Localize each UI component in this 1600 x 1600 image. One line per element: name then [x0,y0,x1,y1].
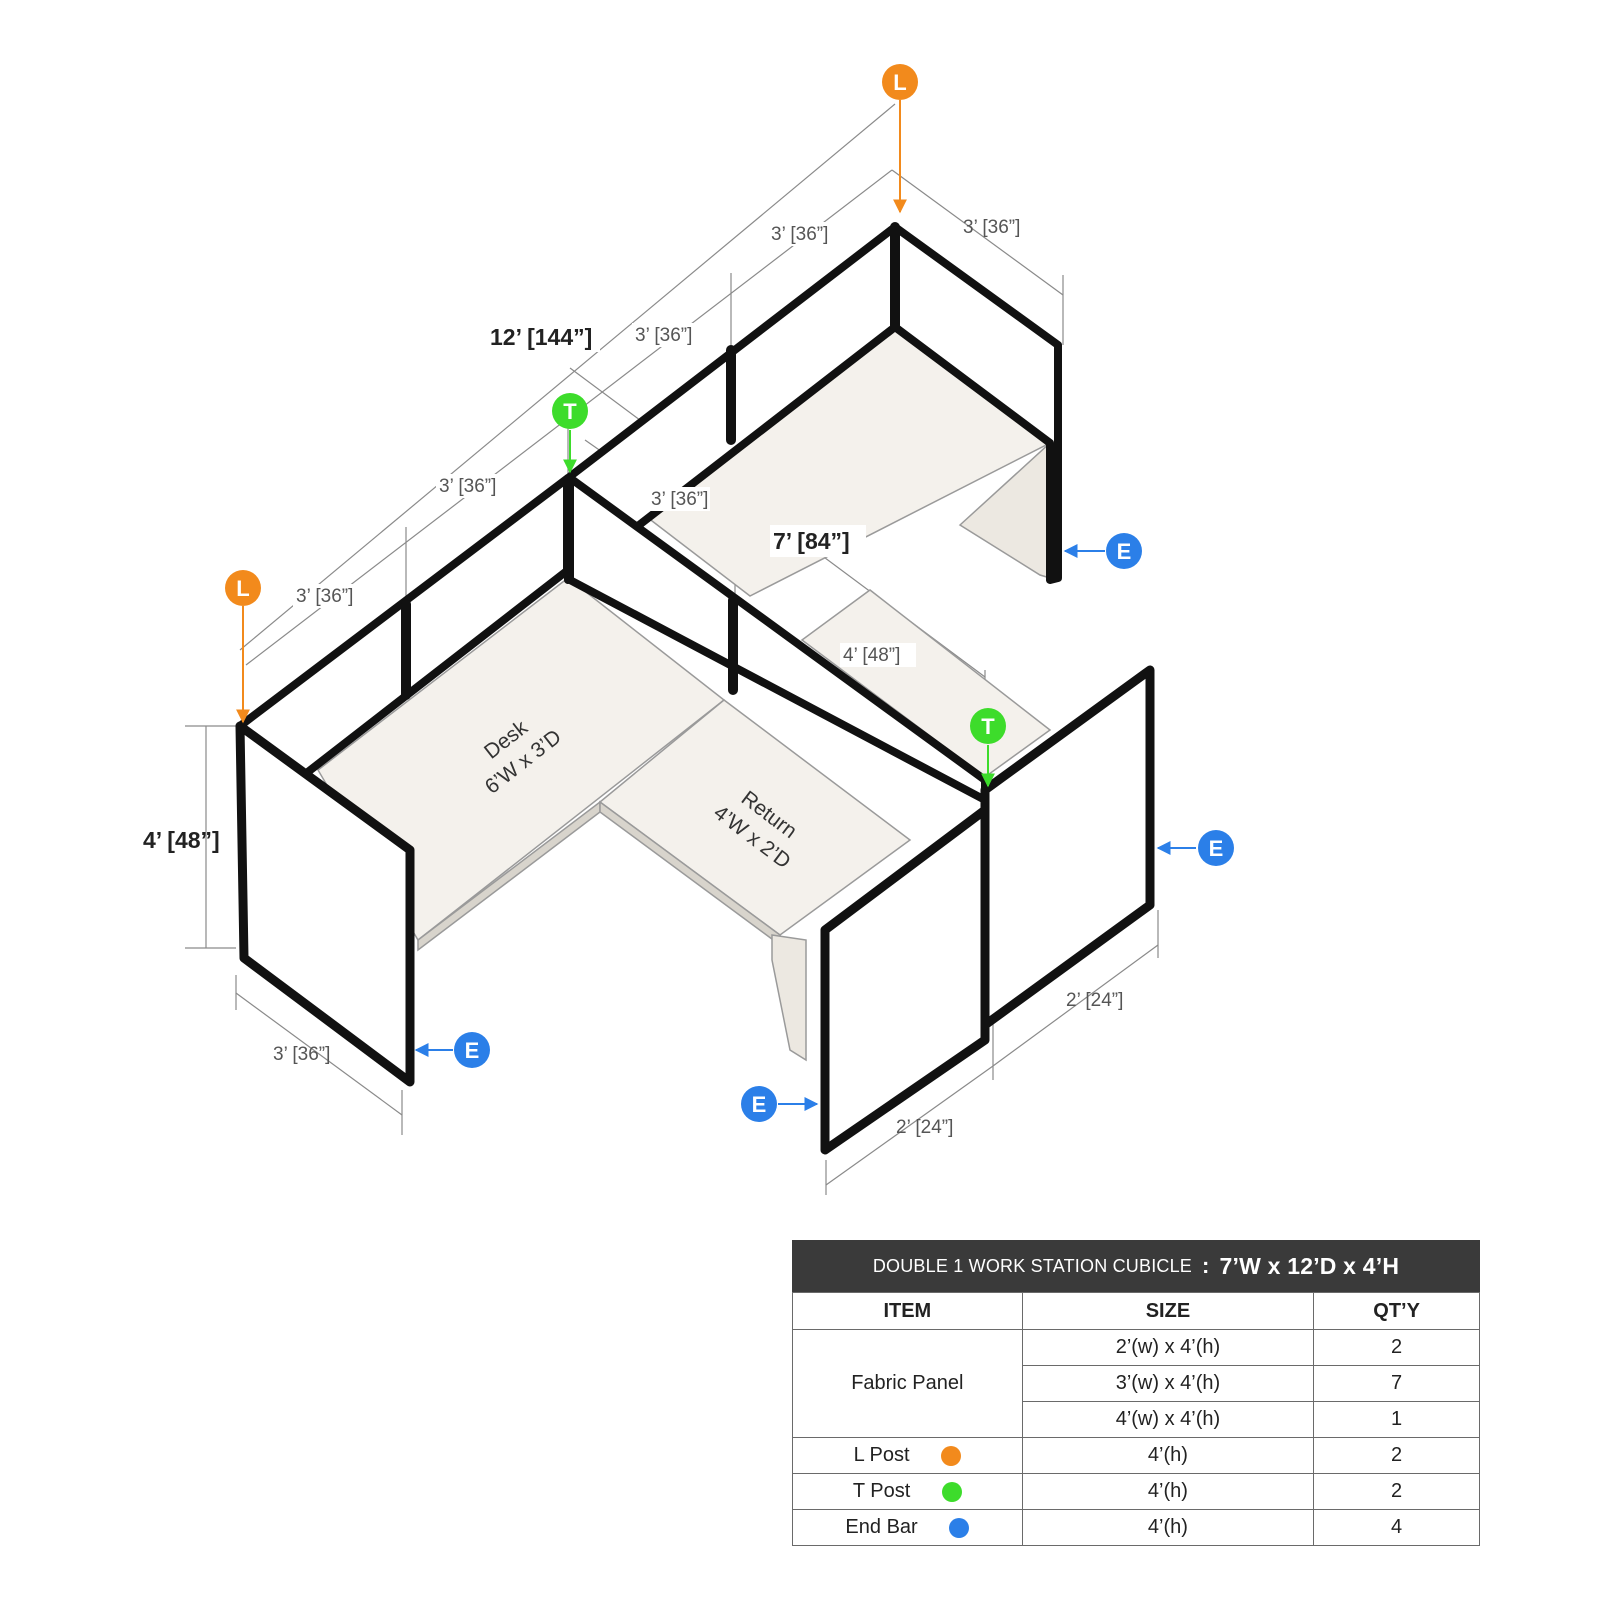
t-post-icon [552,393,588,429]
end-bar-icon [741,1086,777,1122]
qty-cell: 2 [1313,1473,1480,1510]
dim-overall-depth: 12’ [144”] [490,324,592,350]
end-bar-icon [454,1032,490,1068]
size-cell: 4’(w) x 4’(h) [1021,1401,1315,1438]
dim-3ft: 3’ [36”] [651,489,708,510]
dim-3ft: 3’ [36”] [296,586,353,607]
size-cell: 4’(h) [1021,1509,1315,1546]
lower-left-end-panel [235,721,415,1087]
spec-table-body: ITEM SIZE QT’Y Fabric Panel 2’(w) x 4’(h… [792,1292,1480,1546]
marker-e-lower-left: E [414,1032,490,1068]
table-header-row: ITEM SIZE QT’Y [792,1292,1480,1330]
item-label: T Post [852,1480,911,1503]
blue-dot-icon [949,1517,970,1538]
dim-3ft: 3’ [36”] [273,1044,330,1065]
svg-text:T: T [981,714,995,739]
svg-text:E: E [1209,836,1224,861]
end-bar-icon [1198,830,1234,866]
svg-text:L: L [893,70,906,95]
dim-3ft: 3’ [36”] [963,217,1020,238]
dim-4ft: 4’ [48”] [843,645,900,666]
dim-2ft: 2’ [24”] [1066,990,1123,1011]
green-dot-icon [941,1481,962,1502]
svg-text:E: E [752,1092,767,1117]
svg-text:T: T [563,399,577,424]
item-label: L Post [853,1444,910,1467]
item-cell: End Bar [792,1509,1023,1546]
size-cell: 3’(w) x 4’(h) [1021,1365,1315,1402]
qty-cell: 7 [1313,1365,1480,1402]
item-cell: T Post [792,1473,1023,1510]
spec-table-title: DOUBLE 1 WORK STATION CUBICLE [872,1255,1193,1276]
l-post-icon [225,570,261,606]
dim-height: 4’ [48”] [143,827,220,853]
end-bar-icon [1106,533,1142,569]
dim-3ft: 3’ [36”] [771,224,828,245]
svg-text:E: E [465,1038,480,1063]
table-row: L Post 4’(h) 2 [792,1437,1480,1474]
spec-table-header: DOUBLE 1 WORK STATION CUBICLE : 7’W x 12… [792,1240,1480,1292]
marker-t-right: T [970,708,1006,788]
column-header: ITEM [792,1292,1023,1330]
dim-overall-width: 7’ [84”] [773,528,850,554]
column-header: QT’Y [1313,1292,1480,1330]
orange-dot-icon [941,1445,962,1466]
qty-cell: 1 [1313,1401,1480,1438]
svg-text:E: E [1117,539,1132,564]
l-post-icon [882,64,918,100]
dim-2ft: 2’ [24”] [896,1117,953,1138]
panel-posts [401,222,900,700]
marker-e-upper: E [1063,533,1142,569]
front-return-panel [820,805,990,1155]
marker-e-right: E [1156,830,1234,866]
dim-3ft: 3’ [36”] [635,325,692,346]
size-cell: 4’(h) [1021,1473,1315,1510]
table-row: Fabric Panel 2’(w) x 4’(h) 2 [792,1329,1480,1438]
dim-3ft: 3’ [36”] [439,476,496,497]
table-row: 3’(w) x 4’(h) 7 [793,1365,1480,1402]
size-cell: 4’(h) [1021,1437,1315,1474]
marker-l-top: L [882,64,918,214]
spec-table-separator: : [1202,1253,1210,1278]
item-cell: L Post [792,1437,1023,1474]
size-cell: 2’(w) x 4’(h) [1021,1329,1315,1366]
dimension-lines [185,103,1159,1195]
table-row: T Post 4’(h) 2 [792,1473,1480,1510]
right-end-panel [980,665,1155,1030]
spec-table-dimensions: 7’W x 12’D x 4’H [1219,1252,1400,1279]
table-row: End Bar 4’(h) 4 [792,1509,1480,1546]
qty-cell: 2 [1313,1437,1480,1474]
dimension-labels: 12’ [144”] 7’ [84”] 4’ [48”] 3’ [36”] 3’… [143,217,1123,1138]
fabric-panel-label: Fabric Panel [792,1329,1023,1438]
item-label: End Bar [845,1516,918,1539]
marker-e-bottom: E [741,1086,819,1122]
spec-table: DOUBLE 1 WORK STATION CUBICLE : 7’W x 12… [792,1240,1480,1546]
column-header: SIZE [1021,1292,1315,1330]
qty-cell: 2 [1313,1329,1480,1366]
qty-cell: 4 [1313,1509,1480,1546]
marker-t-top: T [552,393,588,474]
marker-l-left: L [225,570,261,724]
t-post-icon [970,708,1006,744]
svg-text:L: L [236,576,249,601]
